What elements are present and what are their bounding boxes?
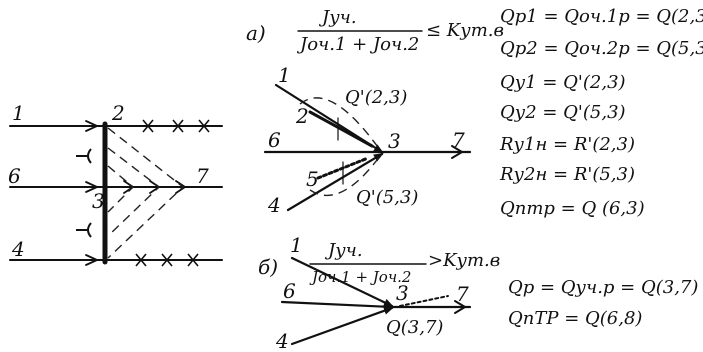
- scheme-a: а) Jуч. Jоч.1 + Jоч.2 ≤ Kут.в 1 2 6 3 7 …: [246, 7, 504, 217]
- a-label-3: 3: [388, 129, 401, 153]
- b-label-3: 3: [396, 281, 409, 305]
- arrow-line-1: [85, 120, 98, 132]
- case-label-b: б): [258, 255, 278, 279]
- formulas-a: Qp1 = Qоч.1p = Q(2,3) Qp2 = Qоч.2p = Q(5…: [499, 6, 703, 219]
- stream-b-1-to-3: [290, 256, 394, 308]
- arrow-line-6: [85, 181, 98, 193]
- left-label-3: 3: [92, 189, 105, 213]
- signal-marks: [76, 148, 92, 238]
- arrow-line-4: [85, 254, 98, 266]
- left-label-7: 7: [196, 164, 209, 188]
- arc-a-upper: [299, 97, 381, 151]
- left-scheme: 1 2 6 3 7 4: [8, 101, 223, 267]
- b-label-q: Q(3,7): [386, 317, 443, 338]
- left-label-4: 4: [11, 237, 25, 261]
- scheme-b: б) Jуч. Jоч.1 + Jоч.2 >Kут.в 1 6 3 7 4 Q…: [258, 233, 500, 352]
- cross-marks-upper: [142, 119, 210, 133]
- left-label-2: 2: [111, 101, 125, 125]
- formula-b-1: Qp = Qуч.p = Q(3,7): [508, 277, 698, 298]
- a-label-q-upper: Q'(2,3): [345, 87, 407, 108]
- formula-a-2: Qp2 = Qоч.2p = Q(5,3): [500, 38, 703, 59]
- a-label-6: 6: [268, 128, 281, 152]
- condition-b-relation: >Kут.в: [428, 250, 500, 271]
- formula-a-5: Rу1н = R'(2,3): [499, 134, 635, 155]
- merge-dashed-lines: [107, 127, 185, 259]
- stream-b-4-to-3: [290, 306, 394, 346]
- b-label-4: 4: [275, 329, 289, 352]
- arrow-mid-c: [175, 180, 186, 194]
- formula-a-6: Rу2н = R'(5,3): [499, 164, 635, 185]
- a-label-q-lower: Q'(5,3): [356, 187, 418, 208]
- condition-a-numerator: Jуч.: [318, 7, 357, 28]
- formula-a-1: Qp1 = Qоч.1p = Q(2,3): [500, 6, 703, 27]
- hatch-b: [399, 295, 449, 307]
- stream-b-6-to-3: [280, 300, 394, 311]
- condition-a-denominator: Jоч.1 + Jоч.2: [296, 34, 419, 55]
- a-label-7: 7: [452, 128, 465, 152]
- formula-b-2: QпTP = Q(6,8): [508, 308, 642, 329]
- case-label-a: а): [246, 21, 266, 45]
- a-label-1: 1: [278, 63, 291, 87]
- formulas-b: Qp = Qуч.p = Q(3,7) QпTP = Q(6,8): [508, 277, 698, 329]
- a-label-2: 2: [295, 104, 309, 128]
- cross-marks-lower: [135, 253, 199, 267]
- formula-a-3: Qу1 = Q'(2,3): [500, 72, 626, 93]
- condition-b-denominator: Jоч.1 + Jоч.2: [309, 268, 411, 286]
- left-label-1: 1: [12, 101, 25, 125]
- arrow-a-7: [451, 145, 463, 159]
- arrow-b-7: [454, 300, 466, 314]
- a-label-5: 5: [306, 167, 319, 191]
- b-label-7: 7: [456, 282, 469, 306]
- b-label-1: 1: [290, 233, 303, 257]
- arc-a-lower: [309, 155, 381, 197]
- formula-a-4: Qу2 = Q'(5,3): [500, 102, 626, 123]
- b-label-6: 6: [283, 279, 296, 303]
- condition-a-relation: ≤ Kут.в: [426, 20, 504, 41]
- hatch-a-upper: [308, 110, 374, 148]
- a-label-4: 4: [267, 193, 281, 217]
- stream-a-4-to-3: [286, 152, 384, 212]
- left-label-6: 6: [8, 164, 21, 188]
- formula-a-7: Qпmp = Q (6,3): [500, 198, 645, 219]
- condition-b-numerator: Jуч.: [324, 240, 363, 261]
